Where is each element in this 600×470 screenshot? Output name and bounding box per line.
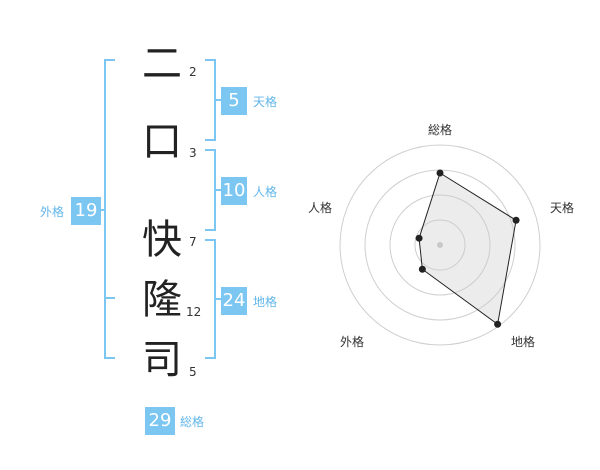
jinkaku-label: 人格 xyxy=(253,185,278,199)
stroke-count-4: 12 xyxy=(186,305,202,319)
radar-ring xyxy=(339,144,541,346)
radar-value-point xyxy=(415,234,423,242)
radar-ring xyxy=(389,194,491,296)
gaikaku-value: 19 xyxy=(71,197,101,225)
radar-value-polygon xyxy=(418,172,517,326)
stroke-count-2: 3 xyxy=(189,146,197,160)
name-char-4: 隆 xyxy=(142,277,182,323)
name-char-3: 快 xyxy=(142,217,182,263)
radar-value-point xyxy=(494,320,502,328)
stroke-count-5: 5 xyxy=(189,365,197,379)
soukaku-label: 総格 xyxy=(180,415,205,429)
radar-value-point xyxy=(512,216,520,224)
radar-axis-label-jinkaku: 人格 xyxy=(308,201,333,215)
jinkaku-value: 10 xyxy=(221,177,247,205)
tenkaku-value: 5 xyxy=(221,87,247,115)
name-char-1: 二 xyxy=(142,41,182,87)
stroke-count-1: 2 xyxy=(189,65,197,79)
name-char-2: 口 xyxy=(142,119,182,165)
chikaku-label: 地格 xyxy=(253,295,278,309)
name-char-5: 司 xyxy=(142,337,182,383)
stroke-count-3: 7 xyxy=(189,235,197,249)
radar-axis-label-soukaku: 総格 xyxy=(428,123,453,137)
radar-axis-label-chikaku: 地格 xyxy=(511,335,536,349)
radar-center-dot xyxy=(437,242,443,248)
radar-axis-label-tenkaku: 天格 xyxy=(550,201,575,215)
radar-value-point xyxy=(436,169,444,177)
radar-axis-label-gaikaku: 外格 xyxy=(340,335,365,349)
radar-ring xyxy=(414,219,466,271)
gaikaku-label: 外格 xyxy=(40,205,65,219)
radar-value-point xyxy=(418,265,426,273)
tenkaku-label: 天格 xyxy=(253,95,278,109)
chikaku-value: 24 xyxy=(221,287,247,315)
soukaku-value: 29 xyxy=(145,407,175,435)
